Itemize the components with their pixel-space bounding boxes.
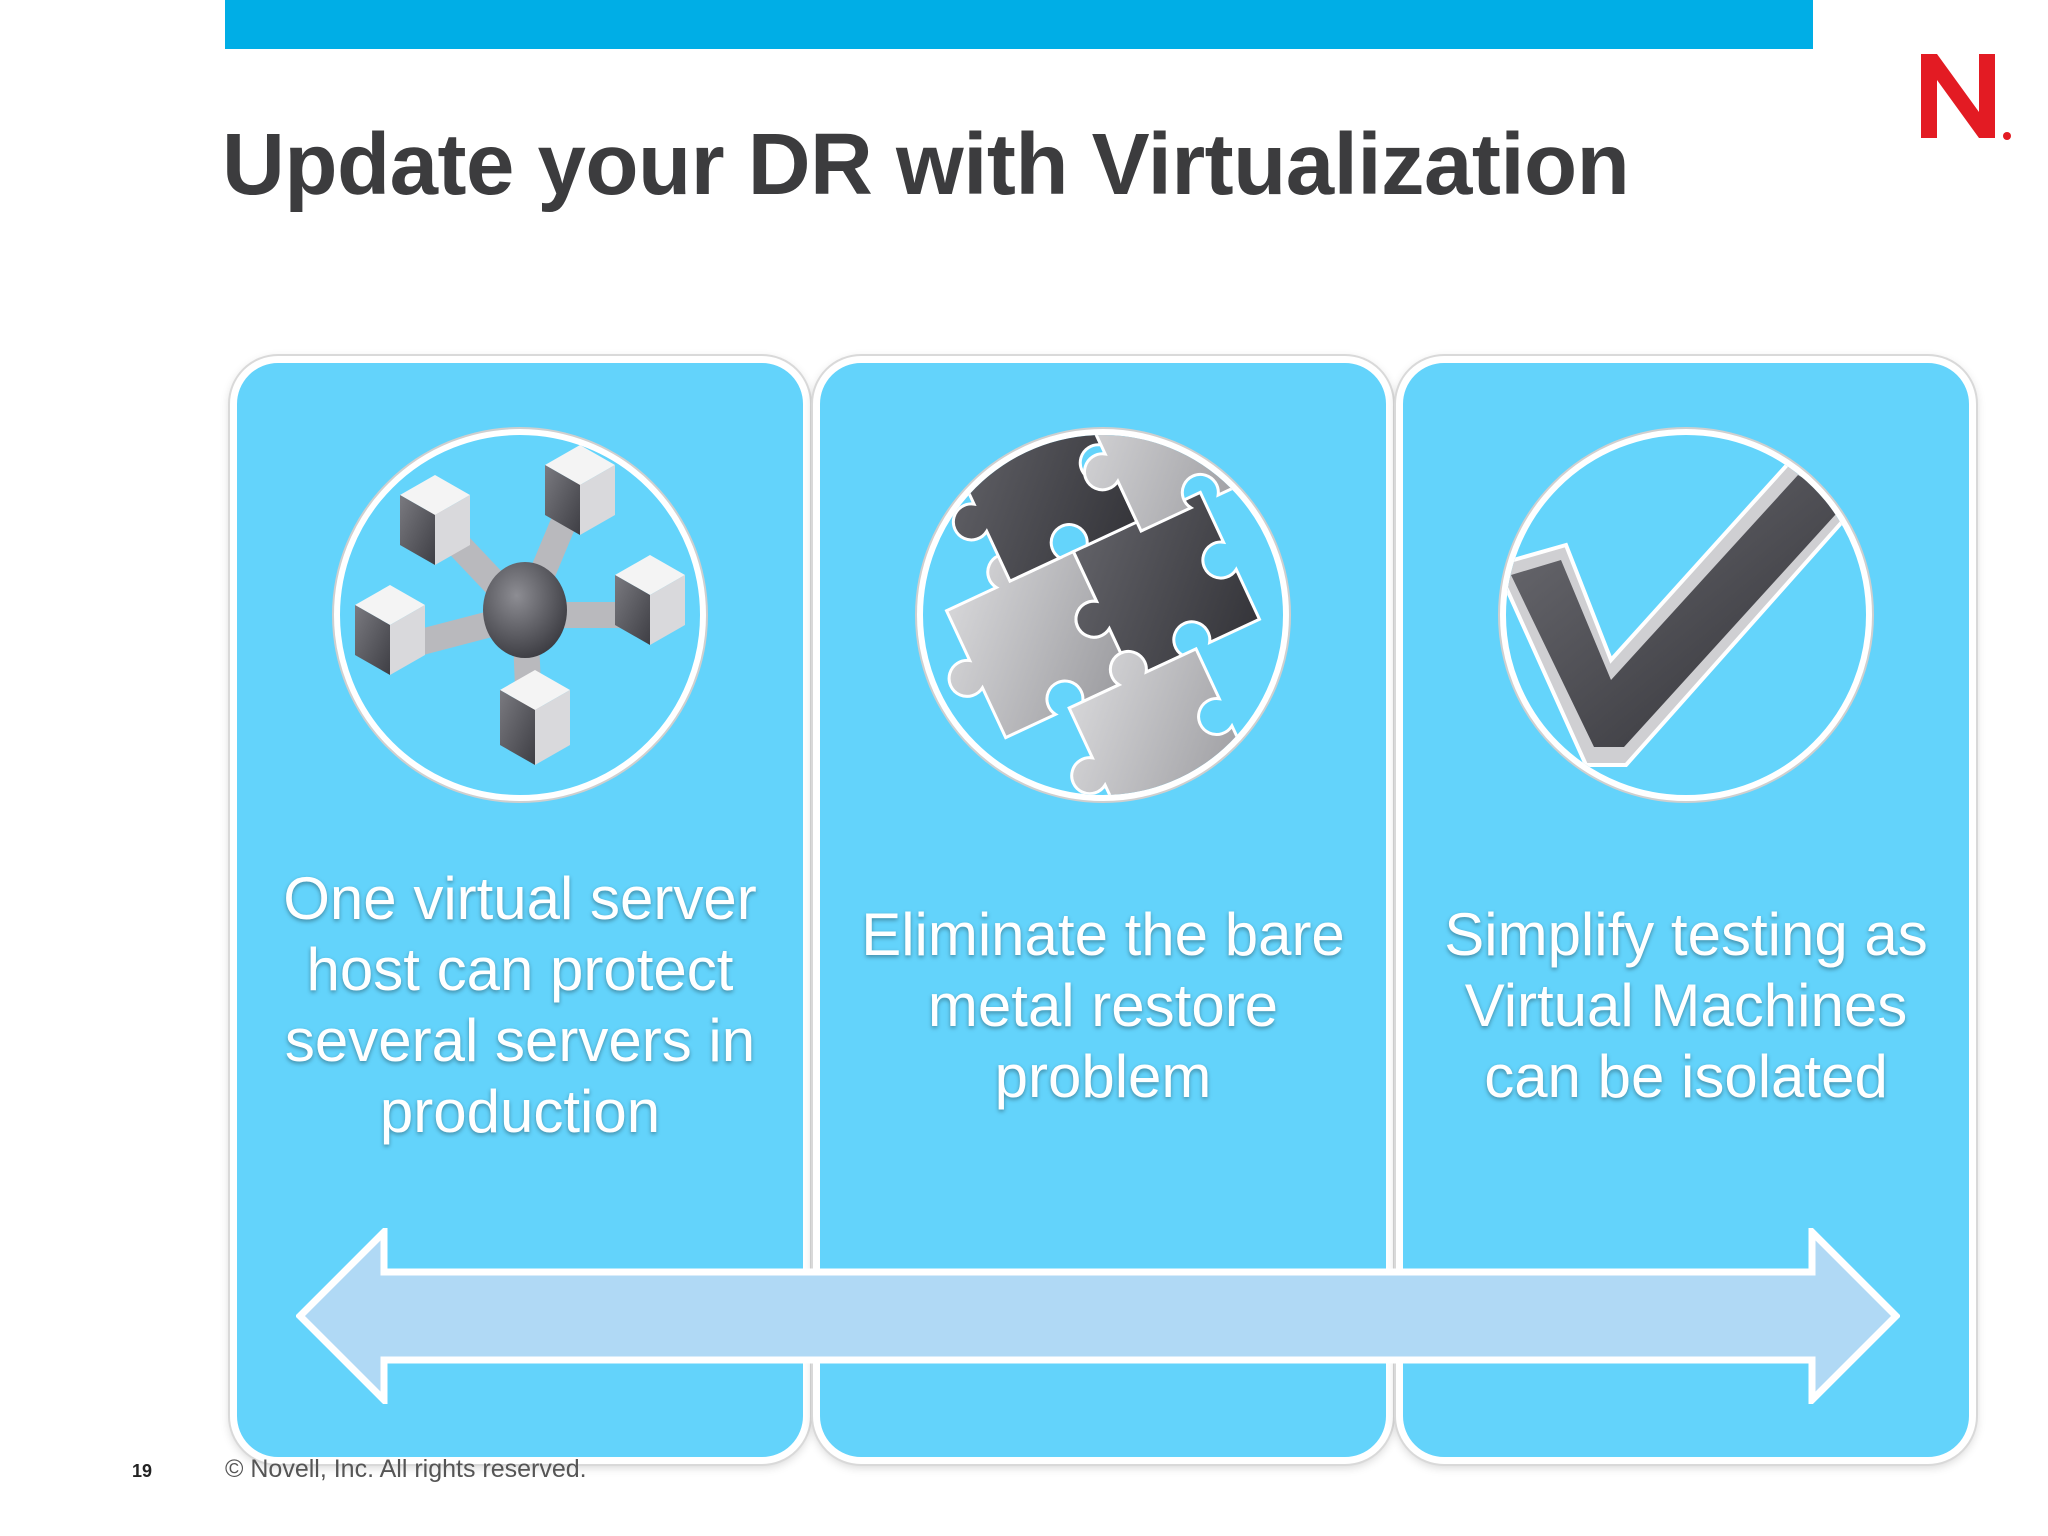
checkmark-icon — [1500, 429, 1872, 801]
double-arrow-icon — [295, 1223, 1901, 1409]
panel-text: Simplify testing as Virtual Machines can… — [1444, 900, 1928, 1110]
puzzle-pieces-icon — [917, 429, 1289, 801]
panel-text: Eliminate the bare metal restore problem — [861, 900, 1345, 1110]
network-hub-icon — [334, 429, 706, 801]
copyright-footer: © Novell, Inc. All rights reserved. — [225, 1455, 587, 1483]
panel-text: One virtual server host can protect seve… — [283, 865, 757, 1145]
panel-one-virtual-server: One virtual server host can protect seve… — [230, 356, 810, 1464]
accent-bar — [225, 0, 1813, 49]
slide-title: Update your DR with Virtualization — [222, 116, 1630, 213]
novell-logo — [1915, 46, 2015, 146]
page-number: 19 — [132, 1461, 153, 1481]
